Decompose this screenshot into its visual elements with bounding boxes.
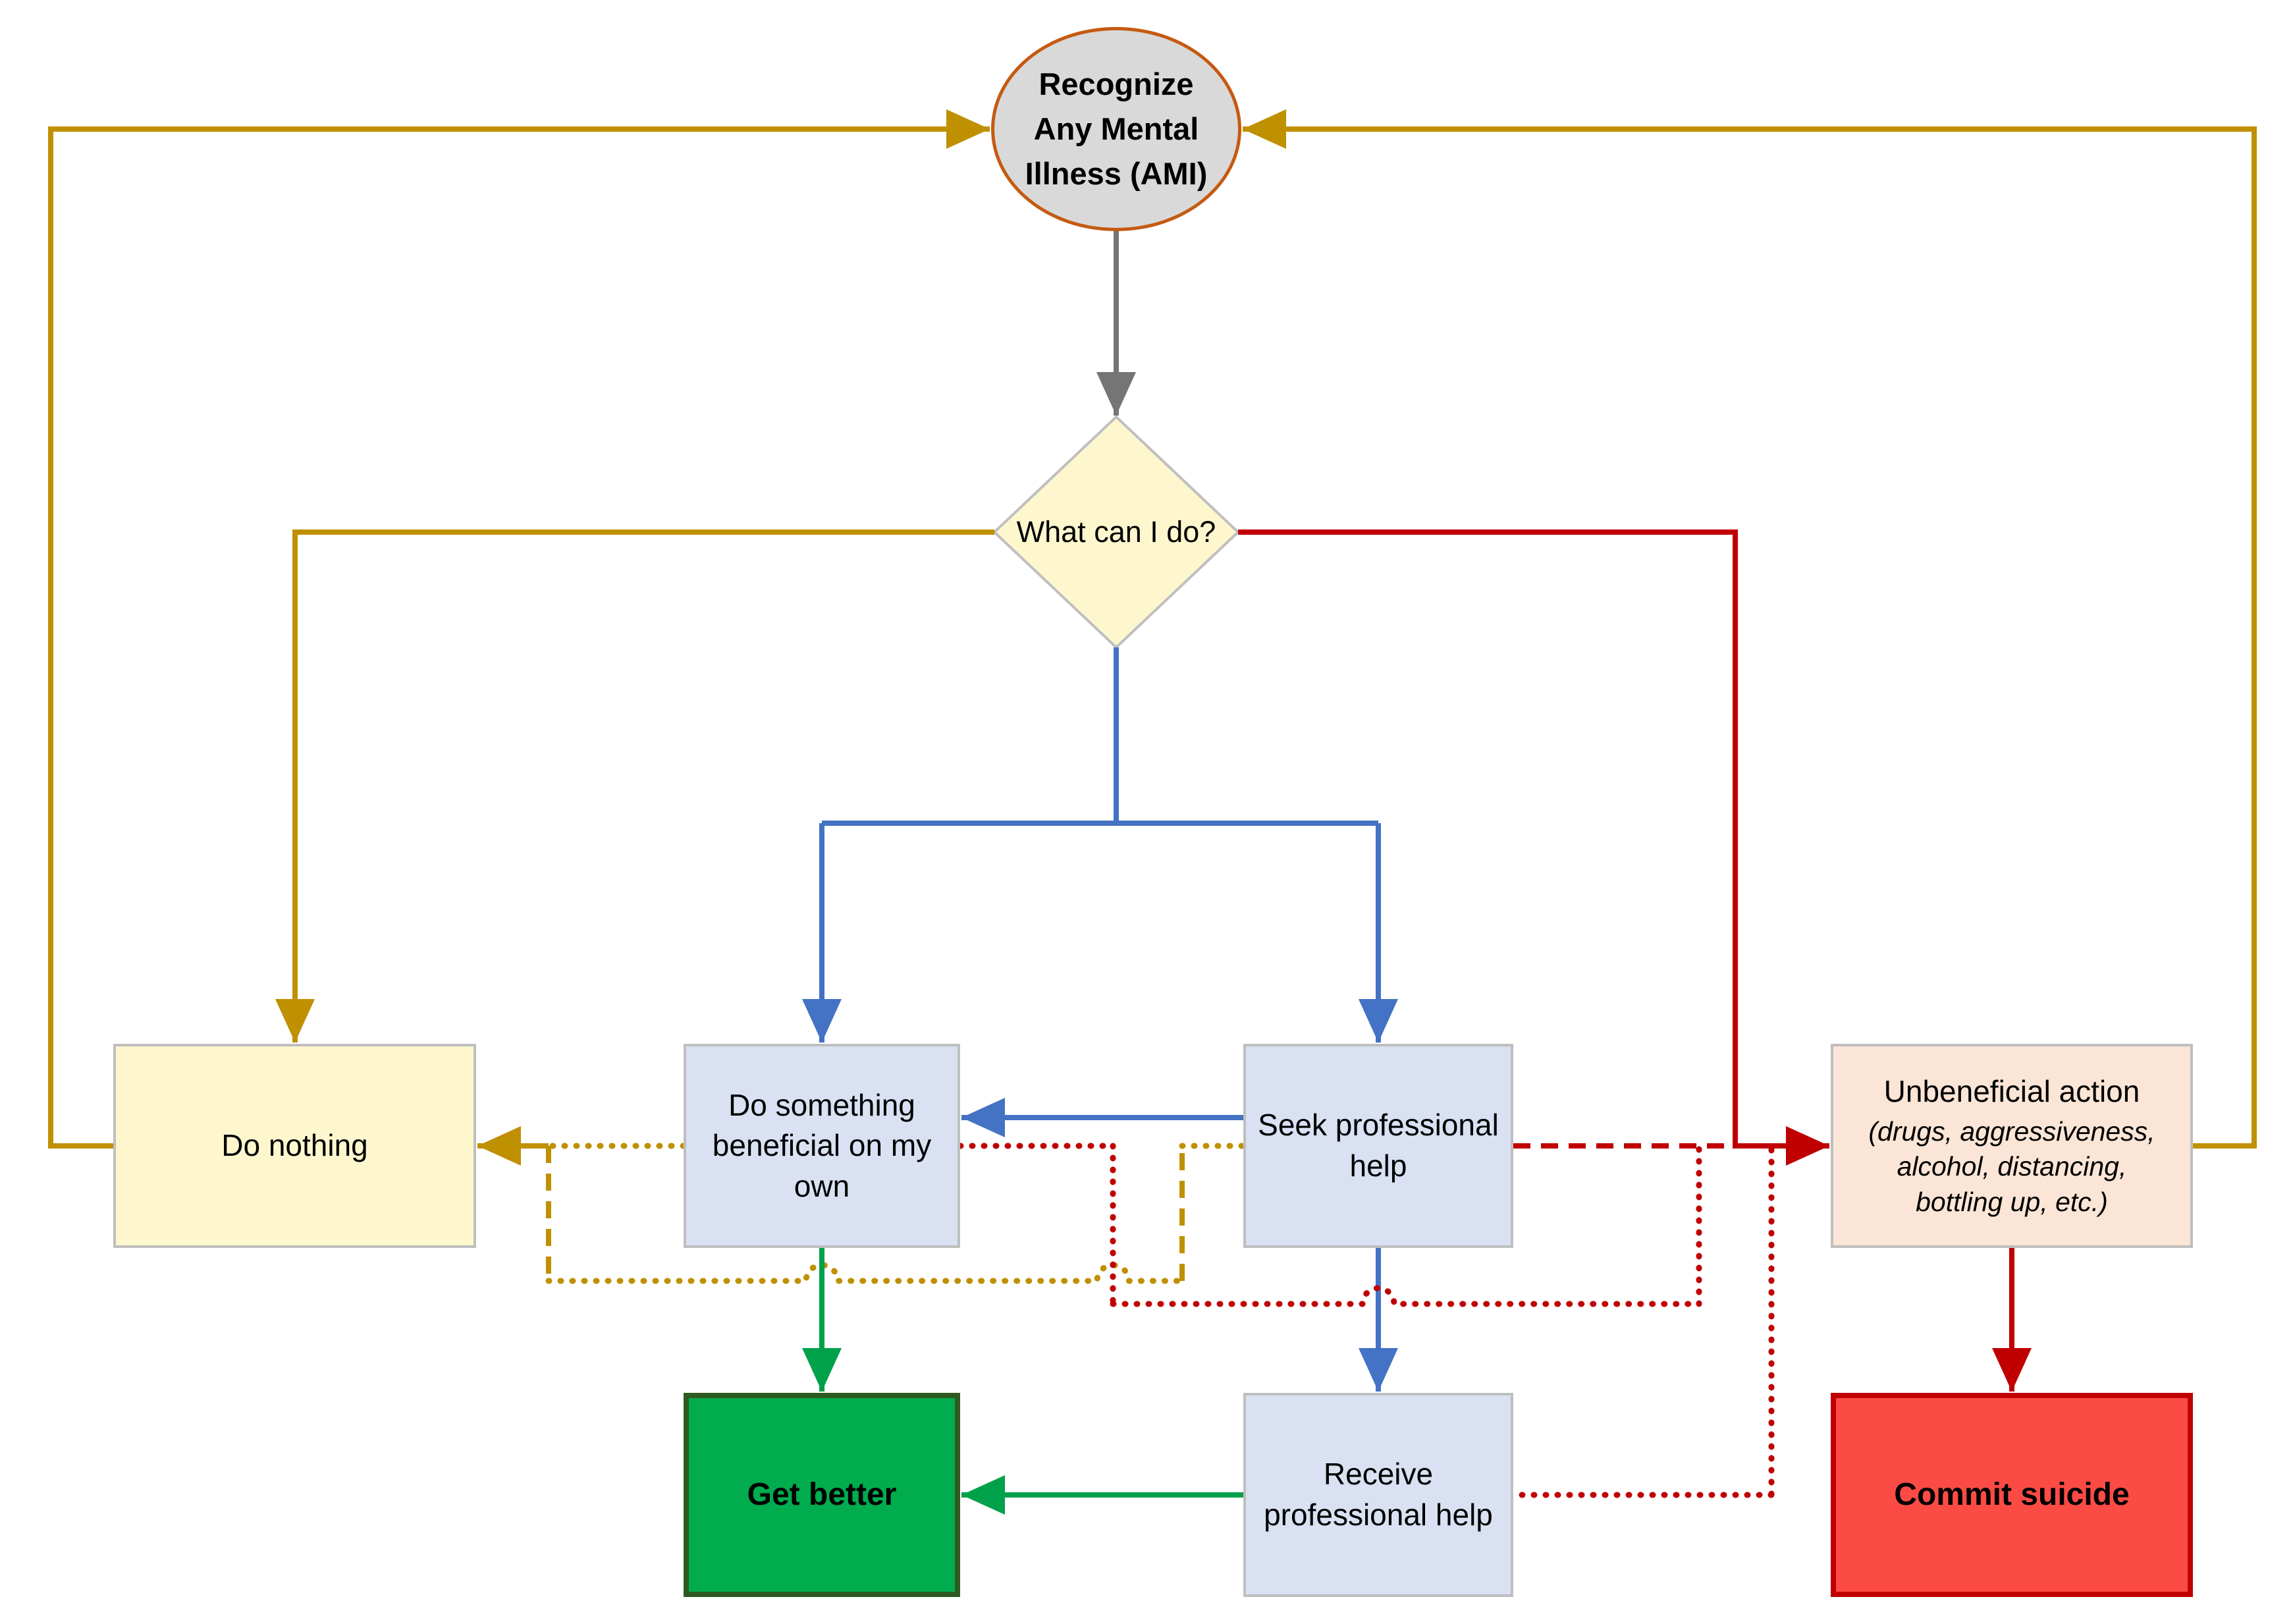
edge-decision-to-unbeneficial [1238, 529, 1829, 1166]
gold-dotted-bypass-horizontal [545, 1262, 1185, 1284]
node-do-something-beneficial: Do something beneficial on my own [684, 1044, 960, 1248]
start-label-line2: Any Mental [1033, 111, 1199, 146]
node-start-ellipse: Recognize Any Mental Illness (AMI) [991, 27, 1241, 231]
do-nothing-label: Do nothing [221, 1128, 368, 1163]
get-better-label: Get better [747, 1476, 897, 1512]
receive-professional-help-label: Receive professional help [1264, 1457, 1493, 1532]
decision-question-text: What can I do? [1016, 515, 1216, 549]
node-receive-professional-help: Receive professional help [1243, 1393, 1513, 1597]
edge-decision-to-do-nothing [275, 529, 994, 1042]
do-something-beneficial-label: Do something beneficial on my own [712, 1087, 932, 1203]
node-get-better: Get better [684, 1393, 960, 1597]
red-dotted-bypass-horizontal [1110, 1285, 1702, 1307]
edge-do-nothing-to-start-loop [48, 109, 990, 1149]
edge-unbeneficial-to-start-loop [1243, 109, 2257, 1149]
node-decision-label: What can I do? [985, 501, 1248, 564]
node-unbeneficial-action: Unbeneficial action (drugs, aggressivene… [1831, 1044, 2193, 1248]
node-do-nothing: Do nothing [113, 1044, 476, 1248]
node-seek-professional-help: Seek professional help [1243, 1044, 1513, 1248]
unbeneficial-action-examples: (drugs, aggressiveness, alcohol, distanc… [1868, 1116, 2155, 1217]
unbeneficial-action-title: Unbeneficial action [1883, 1074, 2140, 1109]
seek-professional-help-label: Seek professional help [1258, 1108, 1499, 1183]
start-label-line1: Recognize [1039, 66, 1194, 101]
start-label-line3: Illness (AMI) [1025, 156, 1208, 192]
commit-suicide-label: Commit suicide [1894, 1476, 2130, 1512]
node-commit-suicide: Commit suicide [1831, 1393, 2193, 1597]
